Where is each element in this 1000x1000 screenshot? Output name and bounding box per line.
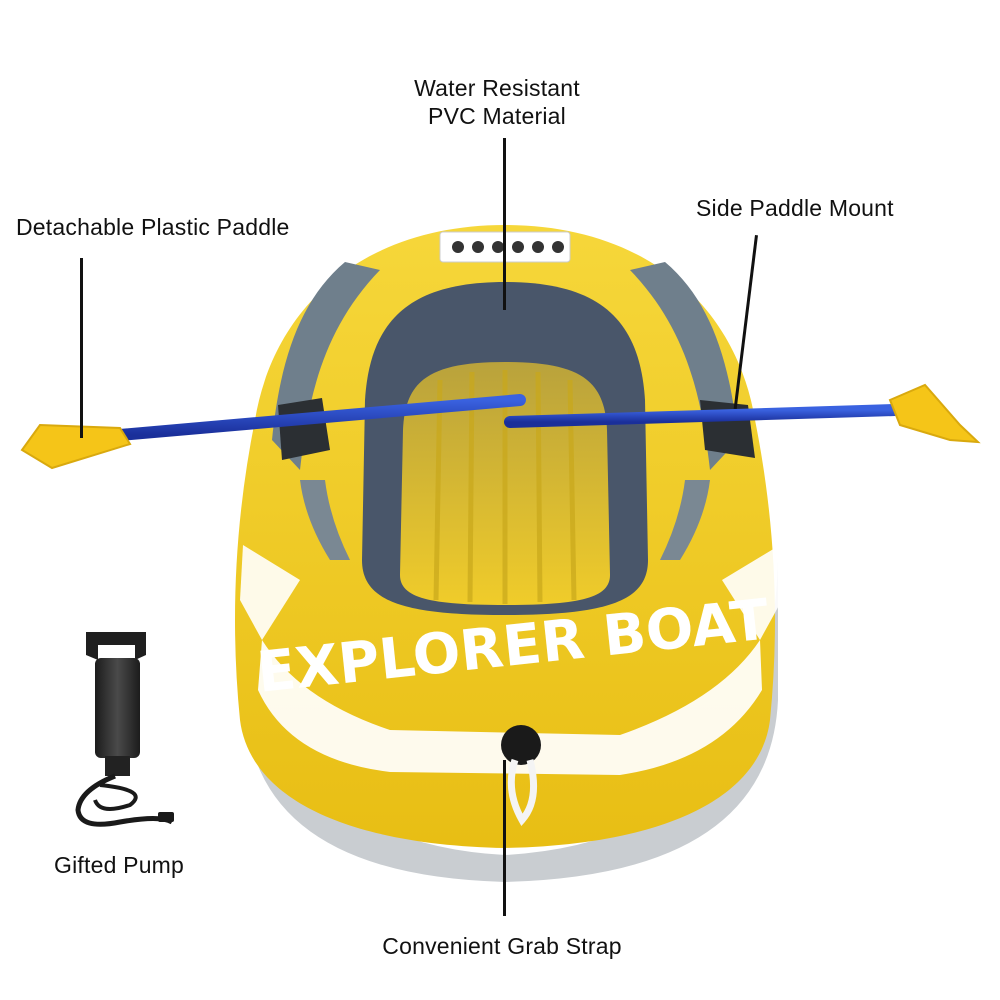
floor-ribs bbox=[433, 370, 577, 604]
oar-left bbox=[20, 394, 526, 470]
callout-material: Water Resistant PVC Material bbox=[414, 74, 580, 130]
pump-hose bbox=[75, 773, 174, 827]
pointer-strap bbox=[503, 760, 506, 916]
callout-paddle: Detachable Plastic Paddle bbox=[16, 214, 290, 240]
hull-grey-stripe-left-2 bbox=[300, 480, 350, 560]
pump-handle bbox=[86, 632, 146, 660]
grab-strap-rope bbox=[507, 758, 538, 826]
callout-pump: Gifted Pump bbox=[54, 852, 185, 878]
pump-barrel bbox=[95, 658, 140, 758]
callout-material-line2: PVC Material bbox=[428, 103, 566, 129]
warning-icons bbox=[452, 241, 564, 253]
callout-mount: Side Paddle Mount bbox=[696, 195, 894, 221]
oar-right bbox=[504, 383, 981, 444]
hull-white-side-left bbox=[240, 545, 300, 640]
paddle-blade-left bbox=[20, 423, 132, 470]
pump-icon bbox=[75, 632, 174, 827]
pump-base bbox=[105, 756, 130, 776]
oar-mount-left bbox=[278, 398, 330, 460]
hull-white-band bbox=[258, 640, 762, 775]
callout-material-line1: Water Resistant bbox=[414, 75, 580, 101]
pointer-paddle bbox=[80, 258, 83, 438]
callout-strap: Convenient Grab Strap bbox=[382, 933, 622, 959]
hull-white-side-right bbox=[722, 545, 782, 640]
pump-nozzle bbox=[158, 812, 174, 822]
paddle-blade-right bbox=[888, 383, 981, 444]
pump-hose-loop bbox=[93, 783, 138, 811]
hull-grey-stripe-right-2 bbox=[660, 480, 710, 560]
pointer-material bbox=[503, 138, 506, 310]
grab-strap-valve bbox=[501, 725, 541, 765]
